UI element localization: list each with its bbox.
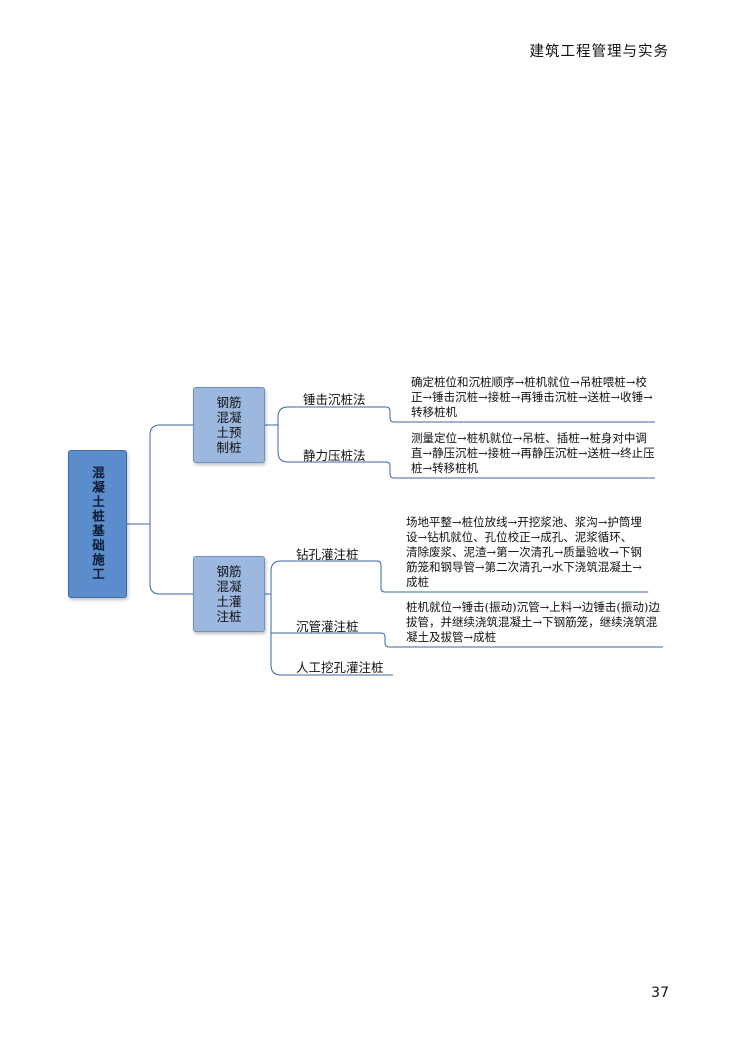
leaf-label-manual-dug-pile: 人工挖孔灌注桩: [296, 660, 384, 675]
connector-leaf-4-underline: [271, 632, 663, 648]
page-number: 37: [651, 985, 669, 1001]
branch-node-cast-in-place-pile: 钢筋混凝土灌注桩: [193, 556, 265, 632]
branch-node-label: 钢筋混凝土灌注桩: [216, 564, 242, 624]
connector-leaf-3-underline: [281, 560, 648, 593]
branch-node-precast-pile: 钢筋混凝土预制桩: [193, 387, 265, 463]
leaf-description-hammer-driving: 确定桩位和沉桩顺序→桩机就位→吊桩喂桩→校正→锤击沉桩→接桩→再锤击沉桩→送桩→…: [411, 375, 653, 419]
root-node: 混凝土桩基础施工: [68, 450, 127, 598]
branch-node-label: 钢筋混凝土预制桩: [216, 395, 242, 455]
connector-leaf-1-underline: [288, 406, 655, 423]
leaf-label-tube-sinking-pile: 沉管灌注桩: [296, 619, 359, 634]
connector-leaf-2-underline: [288, 461, 655, 479]
leaf-description-bored-pile: 场地平整→桩位放线→开挖浆池、浆沟→护筒埋设→钻机就位、孔位校正→成孔、泥浆循环…: [406, 515, 642, 589]
connector-branch-2-trunk: [270, 560, 282, 676]
connector-root-trunk: [149, 424, 161, 595]
leaf-description-tube-sinking-pile: 桩机就位→锤击(振动)沉管→上料→边锤击(振动)边拔管，并继续浇筑混凝土→下钢筋…: [406, 600, 660, 644]
leaf-label-static-pressing: 静力压桩法: [303, 448, 366, 463]
leaf-description-static-pressing: 测量定位→桩机就位→吊桩、插桩→桩身对中调直→静压沉桩→接桩→再静压沉桩→送桩→…: [411, 431, 655, 475]
leaf-label-bored-pile: 钻孔灌注桩: [296, 547, 359, 562]
leaf-label-hammer-driving: 锤击沉桩法: [303, 392, 366, 407]
connector-branch-1-trunk: [277, 406, 289, 463]
root-node-label: 混凝土桩基础施工: [90, 466, 105, 582]
header-title: 建筑工程管理与实务: [529, 44, 669, 60]
